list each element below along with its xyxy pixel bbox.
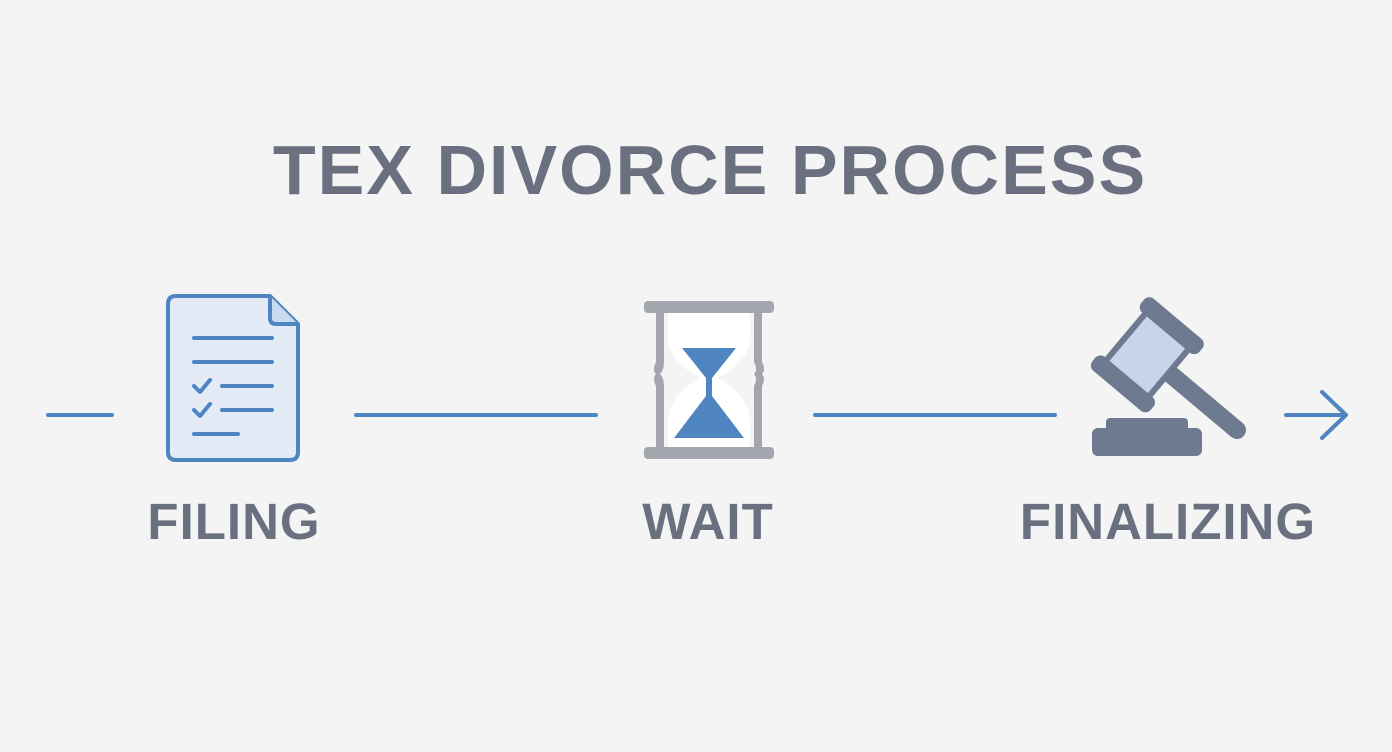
connector-filing-wait	[354, 413, 598, 417]
step-label-filing: FILING	[147, 493, 321, 550]
arrow-right-icon	[1284, 390, 1348, 440]
hourglass-icon	[644, 301, 774, 459]
step-label-wait: WAIT	[642, 493, 774, 550]
diagram-title: TEX DIVORCE PROCESS	[272, 131, 1148, 209]
connector-start	[46, 413, 114, 417]
step-label-finalizing: FINALIZING	[1019, 493, 1317, 550]
document-checklist-icon	[166, 294, 300, 462]
connector-wait-finalizing	[813, 413, 1057, 417]
gavel-icon	[1090, 297, 1246, 456]
